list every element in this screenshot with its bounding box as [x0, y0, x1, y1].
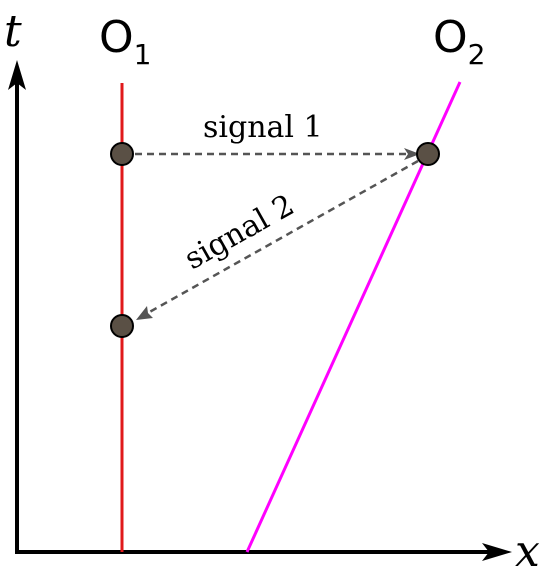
observer-2-label: O2	[433, 12, 485, 71]
event-o2-reception	[416, 142, 440, 166]
observer-1-label: O1	[99, 12, 151, 71]
event-o1-emission	[110, 142, 134, 166]
signal-2-arrowhead	[136, 306, 153, 320]
x-axis-arrowhead	[482, 543, 512, 561]
signal-1-label: signal 1	[203, 110, 323, 145]
signal-2-line	[145, 159, 419, 316]
event-o1-reception	[110, 314, 134, 338]
t-axis-label: t	[4, 6, 22, 57]
x-axis-label: x	[515, 526, 540, 575]
signal-2-label: signal 2	[179, 188, 300, 277]
t-axis-arrowhead	[8, 60, 26, 90]
signal-1-arrowhead	[404, 148, 420, 160]
